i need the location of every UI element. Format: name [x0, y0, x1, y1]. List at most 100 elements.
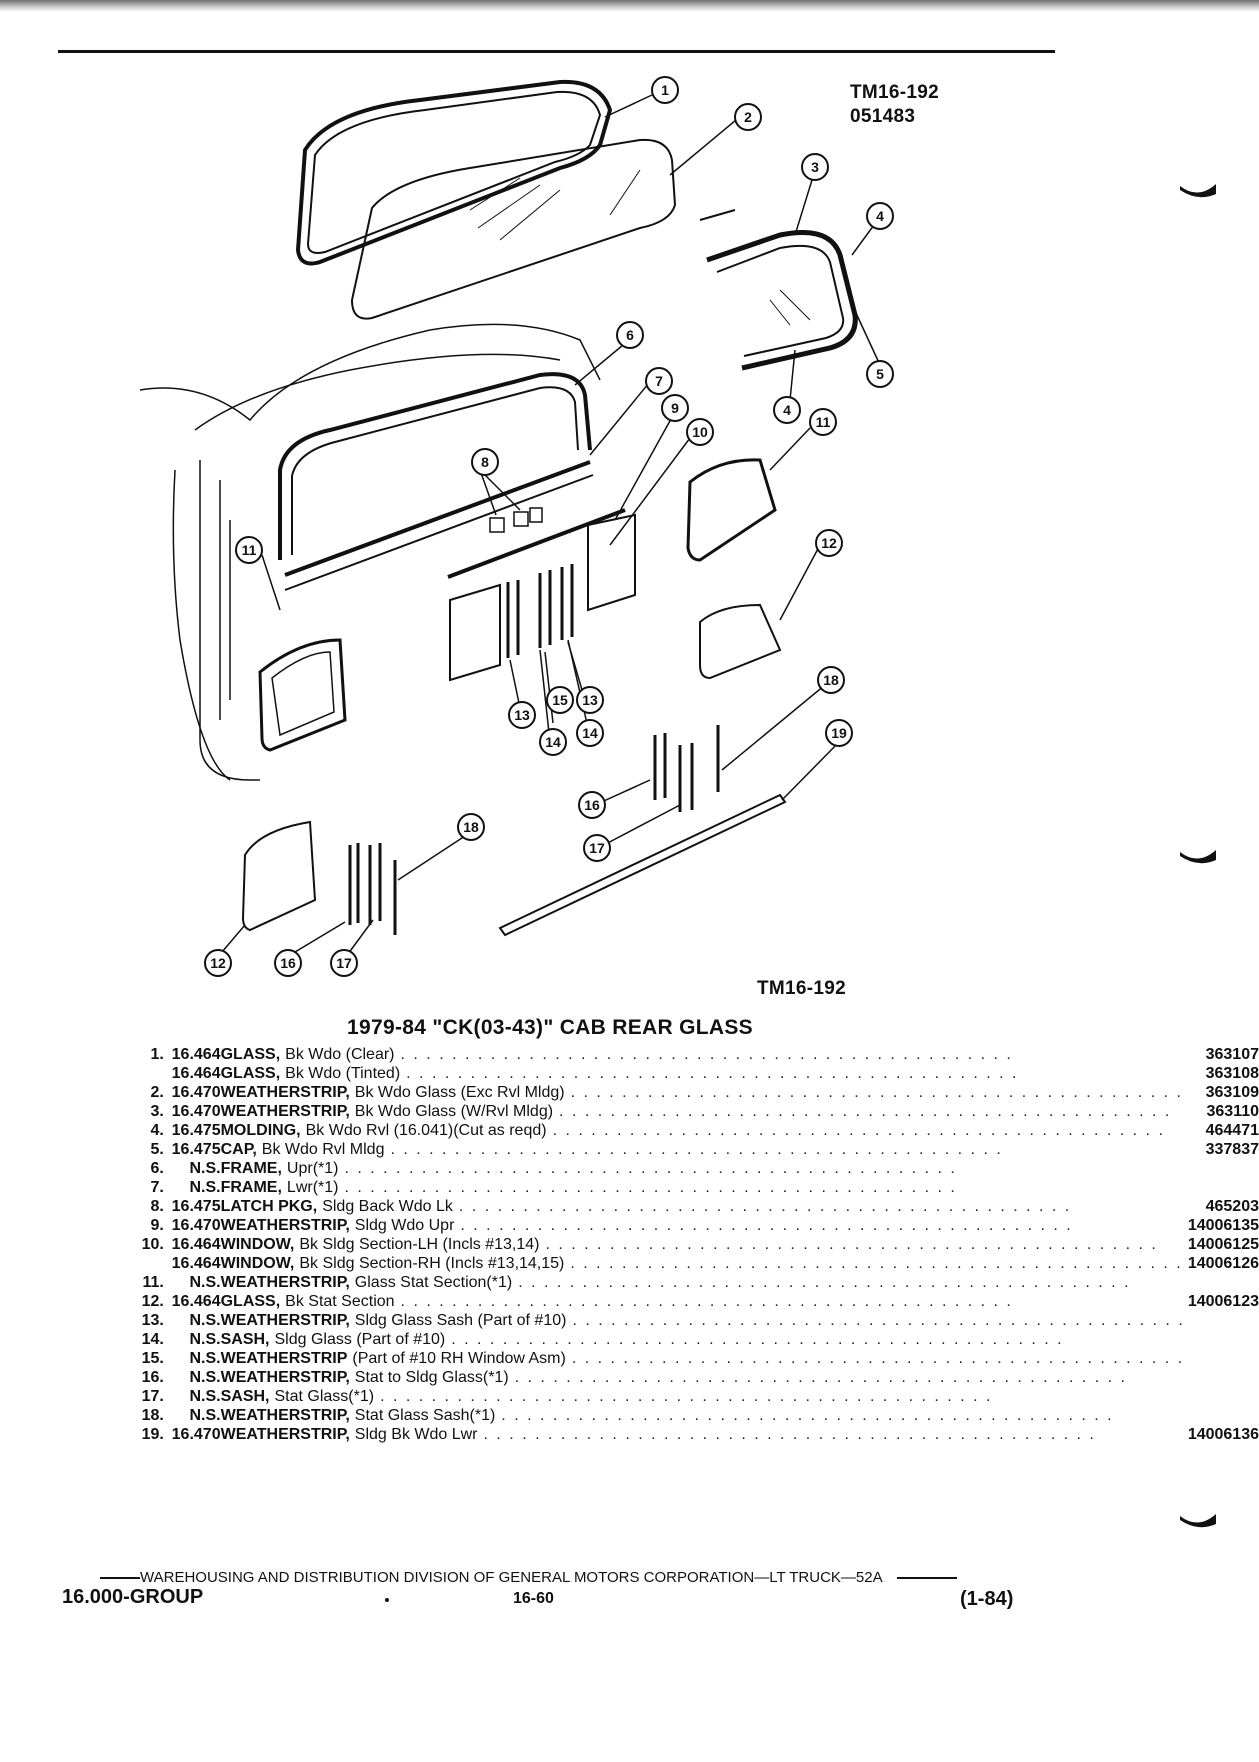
- part-number: 363110: [1206, 1103, 1259, 1120]
- dot-leader: . . . . . . . . . . . . . . . . . . . . …: [572, 1312, 1185, 1329]
- svg-text:12: 12: [821, 535, 837, 551]
- item-number: [140, 1254, 164, 1273]
- group-number: 16.470: [171, 1084, 221, 1101]
- part-name: SASH,: [220, 1331, 270, 1348]
- group-number: 16.475: [171, 1141, 221, 1158]
- footer-dash-right: [896, 1576, 957, 1579]
- svg-text:8: 8: [481, 454, 489, 470]
- svg-text:18: 18: [823, 672, 839, 688]
- part-detail: Bk Wdo Glass (W/Rvl Mldg): [354, 1103, 554, 1120]
- part-weatherstrip-stationary: [258, 458, 777, 752]
- part-detail: Bk Wdo (Clear): [285, 1046, 395, 1063]
- part-detail: (Part of #10 RH Window Asm): [352, 1350, 566, 1367]
- part-description: GLASS,Bk Wdo (Tinted) . . . . . . . . . …: [221, 1064, 1185, 1083]
- part-stationary-glass: [241, 603, 782, 932]
- parts-row: 16.N.S.WEATHERSTRIP,Stat to Sldg Glass(*…: [140, 1368, 1259, 1387]
- callout-7: 7: [645, 367, 673, 395]
- dot-leader: . . . . . . . . . . . . . . . . . . . . …: [460, 1217, 1073, 1234]
- part-reveal-molding: [699, 209, 858, 371]
- callout-17b: 17: [330, 949, 358, 977]
- group-number: 16.464: [171, 1236, 221, 1253]
- parts-row: 11.N.S.WEATHERSTRIP,Glass Stat Section(*…: [140, 1273, 1259, 1292]
- callout-13b: 13: [576, 686, 604, 714]
- part-description: WEATHERSTRIP,Bk Wdo Glass (Exc Rvl Mldg)…: [221, 1083, 1185, 1102]
- group-number: 16.475: [171, 1122, 221, 1139]
- part-description: GLASS,Bk Wdo (Clear) . . . . . . . . . .…: [221, 1045, 1185, 1064]
- part-detail: Bk Stat Section: [285, 1293, 395, 1310]
- item-number: 3.: [150, 1103, 164, 1120]
- svg-text:13: 13: [582, 692, 598, 708]
- part-detail: Sldg Wdo Upr: [354, 1217, 455, 1234]
- tm-code: TM16-192: [850, 82, 939, 103]
- item-number: 16.: [141, 1369, 164, 1386]
- tm-date: 051483: [850, 106, 916, 127]
- exploded-parts-illustration: 1 2 3 4 5 4 6 7 9 10 11 8 11 12 13 15 13…: [139, 76, 894, 977]
- parts-row: 18.N.S.WEATHERSTRIP,Stat Glass Sash(*1) …: [140, 1406, 1259, 1425]
- svg-text:13: 13: [514, 707, 530, 723]
- part-name: CAP,: [220, 1141, 257, 1158]
- group-number: N.S.: [189, 1179, 221, 1196]
- parts-row: 13.N.S.WEATHERSTRIP,Sldg Glass Sash (Par…: [140, 1311, 1259, 1330]
- part-number: [1185, 1387, 1259, 1406]
- callout-15: 15: [546, 686, 574, 714]
- group-number: 16.475: [171, 1198, 221, 1215]
- dot-leader: . . . . . . . . . . . . . . . . . . . . …: [406, 1065, 1019, 1082]
- dot-leader: . . . . . . . . . . . . . . . . . . . . …: [518, 1274, 1131, 1291]
- callout-1: 1: [651, 76, 679, 104]
- callout-11b: 11: [235, 536, 263, 564]
- svg-text:14: 14: [582, 725, 598, 741]
- part-frame-lower: [284, 460, 594, 591]
- part-number: [1185, 1368, 1259, 1387]
- callout-10: 10: [686, 418, 714, 446]
- part-number: 465203: [1205, 1198, 1259, 1215]
- part-name: WEATHERSTRIP,: [220, 1274, 350, 1291]
- part-description: WINDOW,Bk Sldg Section-LH (Incls #13,14)…: [221, 1235, 1185, 1254]
- part-name: LATCH PKG,: [220, 1198, 318, 1215]
- part-frame-upper: [278, 372, 592, 560]
- part-detail: Sldg Back Wdo Lk: [322, 1198, 453, 1215]
- svg-text:11: 11: [816, 414, 831, 430]
- part-description: GLASS,Bk Stat Section . . . . . . . . . …: [221, 1292, 1185, 1311]
- part-number: 14006135: [1187, 1217, 1259, 1234]
- footer-group: 16.000-GROUP: [62, 1586, 204, 1608]
- part-number: [1185, 1349, 1259, 1368]
- dot-leader: . . . . . . . . . . . . . . . . . . . . …: [514, 1369, 1127, 1386]
- callout-8: 8: [471, 448, 499, 476]
- part-number: 363109: [1205, 1084, 1259, 1101]
- part-number: 14006123: [1187, 1293, 1259, 1310]
- parts-row: 6.N.S.FRAME,Upr(*1) . . . . . . . . . . …: [140, 1159, 1259, 1178]
- part-description: WEATHERSTRIP,Bk Wdo Glass (W/Rvl Mldg) .…: [221, 1102, 1185, 1121]
- item-number: 6.: [150, 1160, 164, 1177]
- part-weatherstrip-back-window: [295, 79, 613, 266]
- part-number: [1185, 1330, 1259, 1349]
- part-number: 464471: [1205, 1122, 1259, 1139]
- part-detail: Stat to Sldg Glass(*1): [354, 1369, 509, 1386]
- header-rule: [58, 50, 1055, 53]
- scan-top-edge: [0, 0, 1259, 12]
- cab-body-outline: [139, 323, 601, 781]
- callout-16b: 16: [274, 949, 302, 977]
- item-number: 19.: [141, 1426, 164, 1443]
- callout-6: 6: [616, 321, 644, 349]
- part-back-window-glass: [350, 138, 677, 320]
- part-description: WINDOW,Bk Sldg Section-RH (Incls #13,14,…: [221, 1254, 1185, 1273]
- dot-leader: . . . . . . . . . . . . . . . . . . . . …: [390, 1141, 1003, 1158]
- callout-leaders: [221, 94, 881, 959]
- part-description: FRAME,Upr(*1) . . . . . . . . . . . . . …: [221, 1159, 1185, 1178]
- part-number: [1185, 1159, 1259, 1178]
- item-number: 9.: [150, 1217, 164, 1234]
- callout-4a: 4: [866, 202, 894, 230]
- svg-text:18: 18: [463, 819, 479, 835]
- callout-3: 3: [801, 153, 829, 181]
- dot-leader: . . . . . . . . . . . . . . . . . . . . …: [380, 1388, 993, 1405]
- part-name: GLASS,: [220, 1046, 281, 1063]
- part-name: FRAME,: [220, 1179, 282, 1196]
- footer-page-number: 16-60: [513, 1590, 554, 1607]
- callout-14b: 14: [576, 719, 604, 747]
